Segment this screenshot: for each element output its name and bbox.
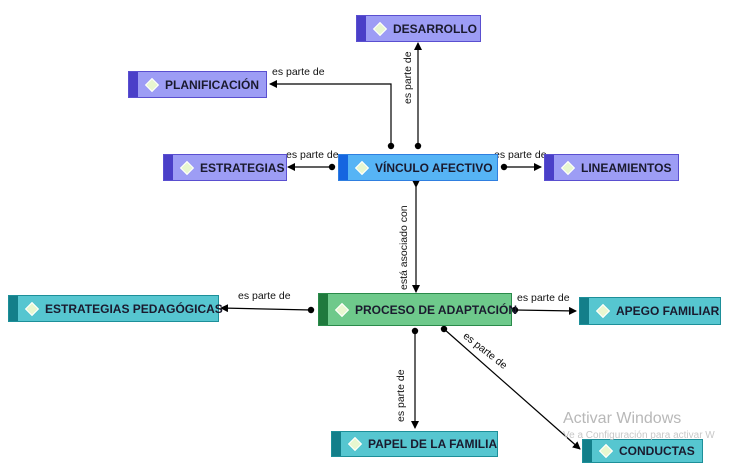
edge-label-desarrollo: es parte de — [402, 51, 414, 104]
node-papel-de-la-familia[interactable]: PAPEL DE LA FAMILIA — [331, 431, 498, 457]
node-label: DESARROLLO — [393, 21, 477, 36]
node-desarrollo[interactable]: DESARROLLO — [356, 15, 481, 42]
edge-label-lineamientos: es parte de — [494, 149, 547, 161]
node-label: VÍNCULO AFECTIVO — [375, 160, 493, 175]
node-label: LINEAMIENTOS — [581, 160, 672, 175]
edge-label-papel: es parte de — [395, 369, 407, 422]
node-label: PROCESO DE ADAPTACIÓN — [355, 302, 518, 317]
node-label: PLANIFICACIÓN — [165, 77, 259, 92]
node-label: PAPEL DE LA FAMILIA — [368, 437, 498, 451]
diamond-icon — [334, 302, 350, 317]
diamond-icon — [24, 301, 40, 316]
node-vinculo-afectivo[interactable]: VÍNCULO AFECTIVO — [338, 154, 498, 181]
diamond-icon — [560, 160, 576, 175]
connector-layer — [220, 42, 581, 450]
edge-planificacion — [269, 80, 392, 146]
edge-label-apego: es parte de — [517, 292, 570, 304]
node-label: ESTRATEGIAS PEDAGÓGICAS — [45, 301, 223, 316]
connector-dot — [500, 163, 508, 171]
node-planificacion[interactable]: PLANIFICACIÓN — [128, 71, 267, 98]
diamond-icon — [144, 77, 160, 92]
node-estrategias[interactable]: ESTRATEGIAS — [163, 154, 287, 181]
node-label: ESTRATEGIAS — [200, 160, 285, 175]
diamond-icon — [372, 21, 388, 36]
node-conductas[interactable]: CONDUCTAS — [582, 439, 703, 463]
node-label: APEGO FAMILIAR — [616, 304, 720, 318]
connector-dot — [387, 142, 395, 150]
connector-dot — [440, 325, 448, 333]
connector-dot — [411, 327, 419, 335]
diamond-icon — [354, 160, 370, 175]
connector-dot — [328, 163, 336, 171]
edge-apego — [514, 306, 577, 315]
connector-dot — [511, 306, 519, 314]
connector-dot — [307, 306, 315, 314]
edge-label-estrategias: es parte de — [286, 149, 339, 161]
connector-dot — [414, 142, 422, 150]
node-lineamientos[interactable]: LINEAMIENTOS — [544, 154, 679, 181]
diamond-icon — [179, 160, 195, 175]
node-apego-familiar[interactable]: APEGO FAMILIAR — [579, 297, 721, 325]
activation-watermark-subtitle: Ve a Configuración para activar W — [563, 430, 715, 441]
edge-estrategias-pedagogicas — [220, 304, 312, 313]
activation-watermark-title: Activar Windows — [563, 410, 682, 427]
edge-conductas — [443, 328, 581, 450]
diamond-icon — [598, 443, 614, 459]
edge-label-planificacion: es parte de — [272, 66, 325, 78]
edge-label-estrategias-pedagogicas: es parte de — [238, 290, 291, 302]
node-estrategias-pedagogicas[interactable]: ESTRATEGIAS PEDAGÓGICAS — [8, 295, 223, 322]
edge-label-asociado: está asociado con — [398, 205, 410, 290]
diamond-icon — [595, 303, 611, 319]
node-label: CONDUCTAS — [619, 444, 695, 458]
node-proceso-de-adaptacion[interactable]: PROCESO DE ADAPTACIÓN — [318, 293, 517, 326]
diamond-icon — [347, 436, 363, 452]
